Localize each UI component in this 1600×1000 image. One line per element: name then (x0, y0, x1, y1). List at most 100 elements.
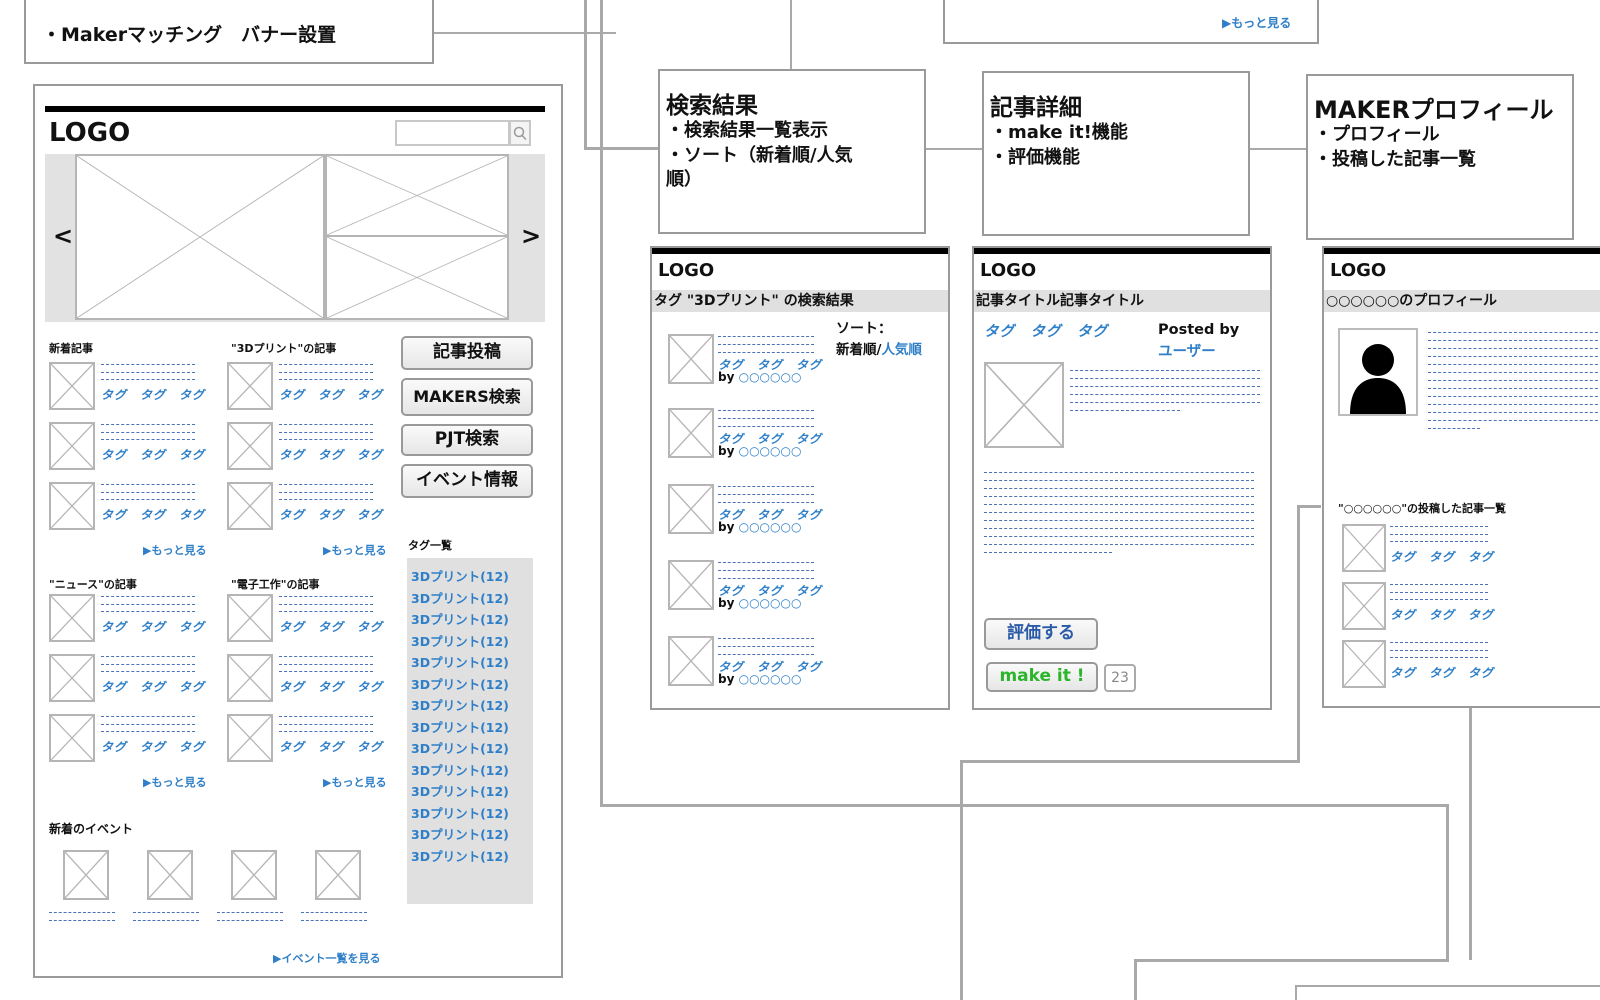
article-tags[interactable]: タグ タグ タグ (984, 324, 1108, 340)
tag-links[interactable]: タグ タグ タグ (1390, 666, 1495, 680)
tag-list-item[interactable]: 3Dプリント(12) (411, 698, 509, 713)
sort-popular[interactable]: 人気順 (881, 342, 922, 358)
text-placeholder-line (984, 520, 1254, 521)
annotation-line: ・プロフィール (1314, 124, 1440, 145)
tag-links[interactable]: タグ タグ タグ (101, 620, 206, 634)
pjt-search-button[interactable]: PJT検索 (401, 424, 533, 456)
article-title: 記事タイトル記事タイトル (974, 290, 1270, 312)
tag-list-item[interactable]: 3Dプリント(12) (411, 612, 509, 627)
search-input[interactable] (395, 120, 510, 146)
event-info-button[interactable]: イベント情報 (401, 464, 533, 498)
annotation-title: MAKERプロフィール (1314, 96, 1554, 124)
tag-list-item[interactable]: 3Dプリント(12) (411, 848, 509, 864)
tag-links[interactable]: タグ タグ タグ (1390, 550, 1495, 564)
author-link[interactable]: ユーザー (1158, 344, 1216, 360)
text-placeholder-line (1428, 356, 1600, 357)
rate-button[interactable]: 評価する (984, 618, 1098, 650)
tag-links[interactable]: タグ タグ タグ (101, 388, 206, 402)
text-placeholder-line (279, 656, 373, 657)
text-placeholder-line (279, 364, 373, 365)
author-name[interactable]: ○○○○○○ (738, 520, 802, 534)
thumbnail-image (63, 850, 109, 900)
text-placeholder-line (279, 499, 373, 500)
tag-list-item[interactable]: 3Dプリント(12) (411, 762, 509, 778)
tag-links[interactable]: タグ タグ タグ (279, 448, 384, 462)
tag-links[interactable]: タグ タグ タグ (718, 432, 823, 446)
tag-list-item[interactable]: 3Dプリント(12) (411, 741, 509, 756)
tag-list-item[interactable]: 3Dプリント(12) (411, 569, 509, 584)
text-placeholder-line (1070, 378, 1260, 379)
text-placeholder-line (984, 480, 1254, 481)
text-placeholder-line (133, 912, 199, 913)
section-title: 新着のイベント (49, 822, 134, 836)
tag-list-item[interactable]: 3Dプリント(12) (411, 784, 509, 799)
tag-list-item[interactable]: 3Dプリント(12) (411, 719, 509, 735)
profile-wireframe: LOGO ○○○○○○のプロフィール "○○○○○○"の投稿した記事一覧 タグ … (1322, 246, 1600, 708)
text-placeholder-line (718, 494, 814, 495)
tag-list-item[interactable]: 3Dプリント(12) (411, 633, 509, 649)
text-placeholder-line (1428, 380, 1600, 381)
annotation-line: ・検索結果一覧表示 (666, 120, 828, 141)
tag-links[interactable]: タグ タグ タグ (279, 508, 384, 522)
annotation-line: ・make it!機能 (990, 122, 1128, 143)
text-placeholder-line (1070, 370, 1260, 371)
text-placeholder-line (301, 920, 367, 921)
text-placeholder-line (101, 716, 195, 717)
tag-links[interactable]: タグ タグ タグ (718, 358, 823, 372)
text-placeholder-line (1428, 364, 1600, 365)
tag-links[interactable]: タグ タグ タグ (101, 680, 206, 694)
text-placeholder-line (1070, 386, 1260, 387)
text-placeholder-line (1390, 599, 1488, 600)
tag-list-item[interactable]: 3Dプリント(12) (411, 655, 509, 670)
tag-links[interactable]: タグ タグ タグ (279, 388, 384, 402)
tag-list-item[interactable]: 3Dプリント(12) (411, 590, 509, 606)
text-placeholder-line (718, 646, 814, 647)
text-placeholder-line (279, 664, 373, 665)
more-link[interactable]: ▶もっと見る (323, 776, 387, 789)
tag-list-item[interactable]: 3Dプリント(12) (411, 805, 509, 821)
author-name[interactable]: ○○○○○○ (738, 444, 802, 458)
text-placeholder-line (1390, 541, 1488, 542)
more-link[interactable]: ▶もっと見る (143, 776, 207, 789)
more-link[interactable]: ▶もっと見る (1222, 16, 1292, 30)
tag-links[interactable]: タグ タグ タグ (1390, 608, 1495, 622)
tag-links[interactable]: タグ タグ タグ (718, 584, 823, 598)
banner-annotation-box: ・Makerマッチング バナー設置 (24, 0, 434, 64)
text-placeholder-line (279, 432, 373, 433)
makers-search-button[interactable]: MAKERS検索 (401, 378, 533, 416)
tag-list-item[interactable]: 3Dプリント(12) (411, 676, 509, 692)
carousel-next-button[interactable]: > (521, 222, 542, 250)
tag-links[interactable]: タグ タグ タグ (101, 508, 206, 522)
carousel-prev-button[interactable]: < (53, 222, 74, 250)
post-article-button[interactable]: 記事投稿 (401, 336, 533, 370)
tag-links[interactable]: タグ タグ タグ (101, 740, 206, 754)
text-placeholder-line (718, 654, 814, 655)
author-name[interactable]: ○○○○○○ (738, 370, 802, 384)
text-placeholder-line (279, 372, 373, 373)
author-line: by ○○○○○○ (718, 444, 801, 458)
author-name[interactable]: ○○○○○○ (738, 672, 802, 686)
logo: LOGO (49, 118, 131, 148)
sort-new[interactable]: 新着順 (836, 342, 877, 358)
text-placeholder-line (718, 570, 814, 571)
make-it-button[interactable]: make it ! (986, 662, 1098, 692)
text-placeholder-line (101, 656, 195, 657)
tag-links[interactable]: タグ タグ タグ (279, 740, 384, 754)
text-placeholder-line (101, 499, 195, 500)
event-list-link[interactable]: ▶イベント一覧を見る (273, 952, 381, 965)
text-placeholder-line (133, 920, 199, 921)
author-name[interactable]: ○○○○○○ (738, 596, 802, 610)
tag-links[interactable]: タグ タグ タグ (718, 508, 823, 522)
more-link[interactable]: ▶もっと見る (143, 544, 207, 557)
tag-links[interactable]: タグ タグ タグ (101, 448, 206, 462)
header-bar (652, 248, 948, 254)
tag-links[interactable]: タグ タグ タグ (279, 680, 384, 694)
text-placeholder-line (1428, 420, 1600, 421)
search-button[interactable] (509, 120, 531, 146)
tag-links[interactable]: タグ タグ タグ (279, 620, 384, 634)
tag-list-item[interactable]: 3Dプリント(12) (411, 827, 509, 842)
section-title: "ニュース"の記事 (49, 578, 137, 591)
text-placeholder-line (279, 492, 373, 493)
more-link[interactable]: ▶もっと見る (323, 544, 387, 557)
tag-links[interactable]: タグ タグ タグ (718, 660, 823, 674)
